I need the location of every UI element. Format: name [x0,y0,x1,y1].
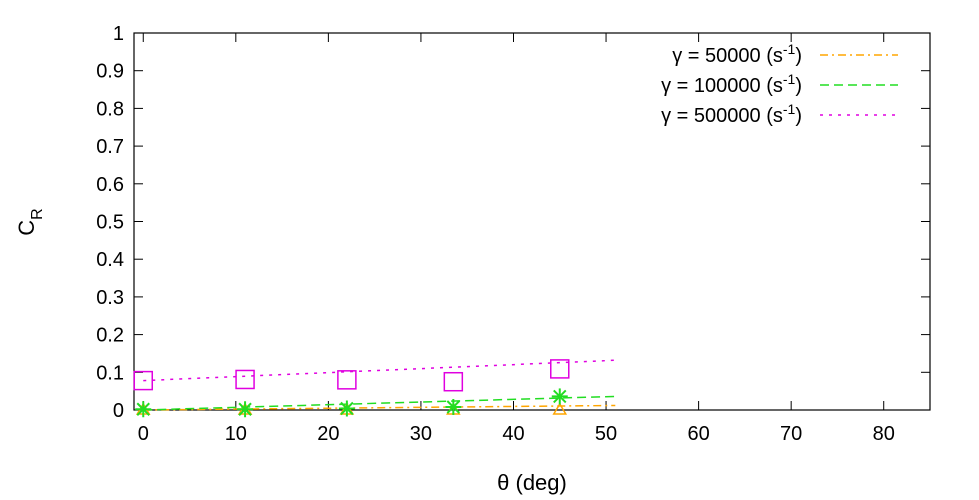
y-axis-label-main: C [14,220,39,236]
data-point-square [443,371,464,392]
x-tick-label: 50 [595,423,617,445]
data-markers [133,359,570,418]
data-point-star [135,401,152,418]
y-tick-label: 0.7 [96,136,124,158]
fit-line [143,404,616,411]
data-point-star [338,400,355,417]
y-tick-label: 0.3 [96,287,124,309]
y-tick-label: 1 [113,23,124,45]
x-axis-label: θ (deg) [497,470,567,495]
data-point-star [237,401,254,418]
y-tick-label: 0 [113,400,124,422]
x-tick-label: 70 [780,423,802,445]
x-tick-label: 20 [317,423,339,445]
x-tick-label: 0 [138,423,149,445]
x-tick-label: 40 [502,423,524,445]
legend-label: γ = 100000 (s-1) [661,71,802,97]
x-tick-label: 60 [687,423,709,445]
data-point-square [550,359,570,379]
fit-line [143,359,616,382]
data-point-star [551,388,568,405]
y-tick-label: 0.5 [96,212,124,234]
legend: γ = 50000 (s-1) γ = 100000 (s-1) γ = 50000… [661,41,898,127]
y-axis-label: CR [14,208,46,235]
data-point-square [235,369,255,390]
legend-label: γ = 50000 (s-1) [672,41,802,67]
legend-label: γ = 500000 (s-1) [661,101,802,127]
data-point-star [445,398,462,415]
data-point-triangle [552,402,568,415]
fit-line [143,395,616,411]
data-point-square [337,370,357,390]
x-tick-label: 10 [225,423,247,445]
y-tick-label: 0.6 [96,174,124,196]
y-tick-label: 0.1 [96,362,124,384]
x-tick-label: 30 [410,423,432,445]
y-tick-label: 0.2 [96,325,124,347]
plot-frame [133,32,931,411]
y-tick-label: 0.9 [96,61,124,83]
data-point-square [133,370,154,391]
y-tick-label: 0.4 [96,249,124,271]
y-axis-label-subscript: R [29,208,46,220]
fit-lines [143,359,616,411]
y-tick-label: 0.8 [96,98,124,120]
x-tick-label: 80 [873,423,895,445]
